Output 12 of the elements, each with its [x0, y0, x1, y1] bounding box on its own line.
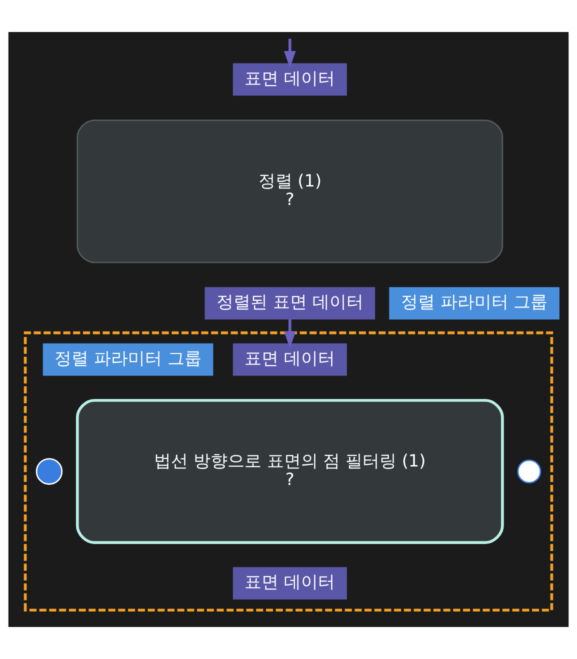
node-box: 정렬 파라미터 그룹 — [389, 287, 560, 320]
node-box: 정렬 파라미터 그룹 — [42, 343, 214, 376]
arrow — [284, 319, 296, 348]
node-box: 정렬 (1) ? — [76, 120, 504, 264]
node-box: 정렬된 표면 데이터 — [204, 287, 376, 320]
node-box: 표면 데이터 — [232, 567, 347, 600]
node-box: 법선 방향으로 표면의 점 필터링 (1) ? — [76, 398, 504, 544]
node-box: 표면 데이터 — [232, 343, 347, 376]
node-circle — [517, 460, 542, 484]
node-circle — [36, 458, 63, 485]
node-box: 표면 데이터 — [232, 63, 347, 96]
arrow — [284, 38, 296, 68]
